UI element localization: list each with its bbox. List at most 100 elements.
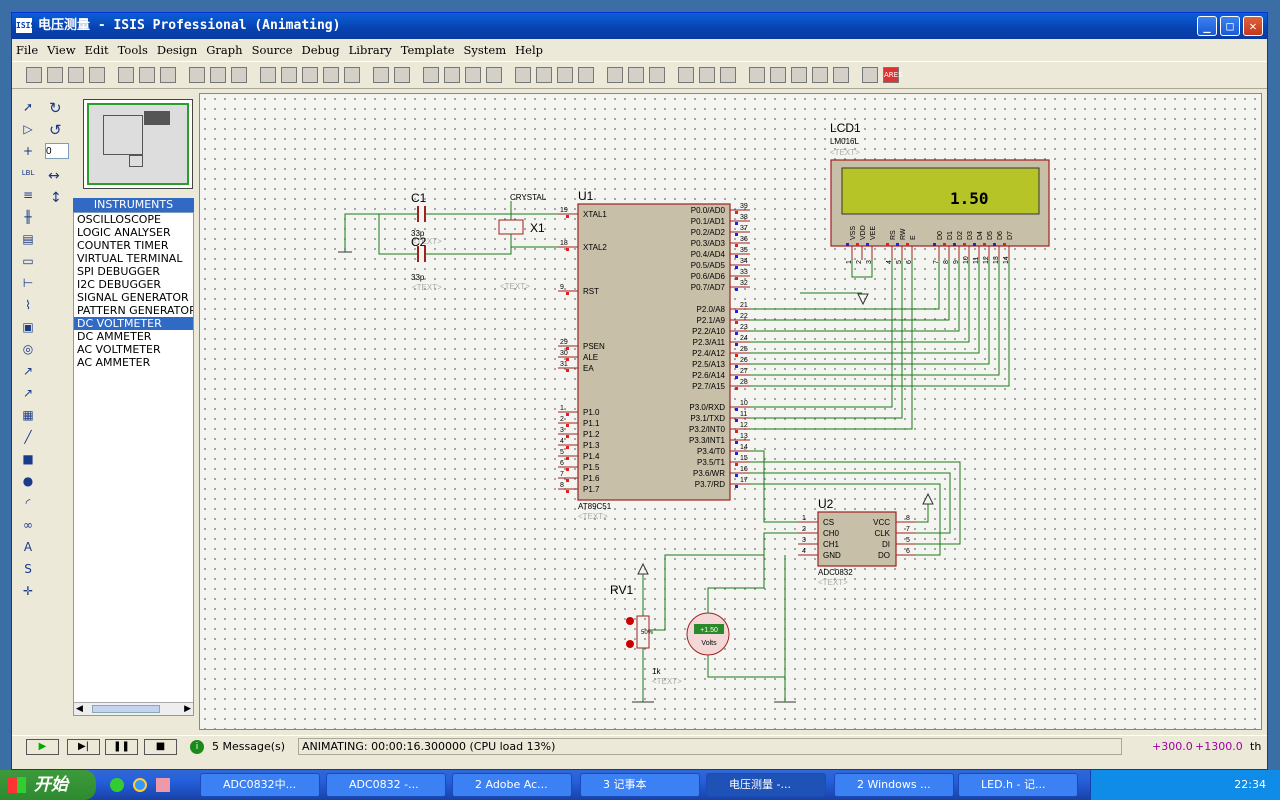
box-2d-icon[interactable]: ■	[22, 452, 34, 466]
rotate-ccw-icon[interactable]: ↺	[49, 121, 62, 139]
close-button[interactable]: ✕	[1243, 16, 1263, 36]
line-2d-icon[interactable]: ╱	[24, 430, 32, 444]
menu-help[interactable]: Help	[515, 43, 543, 57]
pick-icon[interactable]	[578, 67, 594, 83]
schematic-drawing[interactable]: 1.50LCD1LM016L<TEXT>VSS1VDD2VEE3RS4RW5E6…	[200, 94, 1263, 731]
block-copy-icon[interactable]	[486, 67, 502, 83]
instrument-item[interactable]: SIGNAL GENERATOR	[77, 291, 189, 304]
origin-icon[interactable]	[231, 67, 247, 83]
menu-library[interactable]: Library	[348, 43, 392, 57]
virtual-instrument-icon[interactable]: ▦	[22, 408, 34, 422]
tape-recorder-icon[interactable]: ▣	[22, 320, 34, 334]
instrument-item[interactable]: AC AMMETER	[77, 356, 151, 369]
menu-view[interactable]: View	[47, 43, 76, 57]
wire-label-icon[interactable]: LBL	[21, 169, 35, 177]
zoom-all-icon[interactable]	[323, 67, 339, 83]
marker-2d-icon[interactable]: ✛	[22, 584, 34, 598]
messages-count[interactable]: 5 Message(s)	[212, 740, 286, 753]
search-icon[interactable]	[699, 67, 715, 83]
menu-tools[interactable]: Tools	[117, 43, 148, 57]
save-icon[interactable]	[68, 67, 84, 83]
taskbar-item[interactable]: 电压测量 -...	[706, 773, 826, 797]
device-pin-icon[interactable]: ⊢	[22, 276, 34, 290]
print-icon[interactable]	[139, 67, 155, 83]
mirror-horizontal-icon[interactable]: ↔	[48, 168, 60, 184]
voltage-probe-icon[interactable]: ↗	[22, 364, 34, 378]
taskbar-item[interactable]: 3 记事本	[580, 773, 700, 797]
pause-button[interactable]: ❚❚	[105, 739, 138, 755]
text-2d-icon[interactable]: A	[23, 540, 33, 554]
overview-window[interactable]	[83, 99, 193, 189]
instrument-item[interactable]: OSCILLOSCOPE	[77, 213, 161, 226]
taskbar-item[interactable]: ADC0832 -...	[326, 773, 446, 797]
erc-icon[interactable]	[833, 67, 849, 83]
subcircuit-icon[interactable]: ▤	[22, 232, 34, 246]
instrument-item[interactable]: AC VOLTMETER	[77, 343, 161, 356]
menu-source[interactable]: Source	[251, 43, 293, 57]
stop-button[interactable]: ■	[144, 739, 177, 755]
instrument-item[interactable]: PATTERN GENERATOR	[77, 304, 193, 317]
graph-icon[interactable]: ⌇	[25, 298, 31, 312]
netlist-icon[interactable]	[862, 67, 878, 83]
grid-icon[interactable]	[210, 67, 226, 83]
paste-icon[interactable]	[465, 67, 481, 83]
taskbar-item[interactable]: 2 Adobe Ac...	[452, 773, 572, 797]
copy-icon[interactable]	[444, 67, 460, 83]
remove-sheet-icon[interactable]	[770, 67, 786, 83]
instrument-item[interactable]: I2C DEBUGGER	[77, 278, 162, 291]
path-2d-icon[interactable]: ∞	[23, 518, 33, 532]
taskbar-item[interactable]: ADC0832中...	[200, 773, 320, 797]
zoom-area-icon[interactable]	[344, 67, 360, 83]
import-icon[interactable]	[89, 67, 105, 83]
new-sheet-icon[interactable]	[749, 67, 765, 83]
ares-icon[interactable]: ARES	[883, 67, 903, 83]
wire-autorouter-icon[interactable]	[678, 67, 694, 83]
selection-icon[interactable]: ➚	[22, 100, 34, 114]
make-device-icon[interactable]	[607, 67, 623, 83]
bom-icon[interactable]	[812, 67, 828, 83]
mirror-vertical-icon[interactable]: ↕	[50, 190, 62, 206]
menu-design[interactable]: Design	[156, 43, 198, 57]
decompose-icon[interactable]	[649, 67, 665, 83]
generator-icon[interactable]: ◎	[22, 342, 34, 356]
ie-icon[interactable]	[133, 778, 147, 792]
rotate-cw-icon[interactable]: ↻	[49, 99, 62, 117]
refresh-icon[interactable]	[189, 67, 205, 83]
block-delete-icon[interactable]	[557, 67, 573, 83]
property-assign-icon[interactable]	[720, 67, 736, 83]
component-icon[interactable]: ▷	[23, 122, 33, 136]
menu-edit[interactable]: Edit	[84, 43, 109, 57]
menu-system[interactable]: System	[463, 43, 507, 57]
clock[interactable]: 22:34	[1234, 778, 1266, 791]
zoom-in-icon[interactable]	[281, 67, 297, 83]
menu-debug[interactable]: Debug	[301, 43, 340, 57]
redo-icon[interactable]	[394, 67, 410, 83]
cut-icon[interactable]	[423, 67, 439, 83]
step-button[interactable]: ▶|	[67, 739, 100, 755]
instrument-item[interactable]: DC VOLTMETER	[74, 317, 193, 330]
menu-file[interactable]: File	[16, 43, 39, 57]
menu-graph[interactable]: Graph	[206, 43, 243, 57]
arc-2d-icon[interactable]: ◜	[25, 496, 31, 510]
instrument-item[interactable]: COUNTER TIMER	[77, 239, 169, 252]
package-icon[interactable]	[628, 67, 644, 83]
bus-icon[interactable]: ╫	[24, 210, 32, 224]
junction-icon[interactable]: +	[22, 144, 34, 158]
scroll-left-icon[interactable]: ◀	[76, 704, 83, 714]
circle-2d-icon[interactable]: ●	[22, 474, 34, 488]
undo-icon[interactable]	[373, 67, 389, 83]
zoom-out-icon[interactable]	[302, 67, 318, 83]
instrument-item[interactable]: DC AMMETER	[77, 330, 152, 343]
rotation-input[interactable]	[45, 143, 69, 159]
terminal-icon[interactable]: ▭	[22, 254, 34, 268]
block-rotate-icon[interactable]	[536, 67, 552, 83]
maximize-button[interactable]: □	[1220, 16, 1240, 36]
text-script-icon[interactable]: ≡	[22, 188, 34, 202]
play-button[interactable]: ▶	[26, 739, 59, 755]
minimize-button[interactable]: _	[1197, 16, 1217, 36]
quicklaunch-icon[interactable]	[110, 778, 124, 792]
list-scrollbar[interactable]: ◀ ▶	[74, 702, 193, 715]
print-area-icon[interactable]	[160, 67, 176, 83]
